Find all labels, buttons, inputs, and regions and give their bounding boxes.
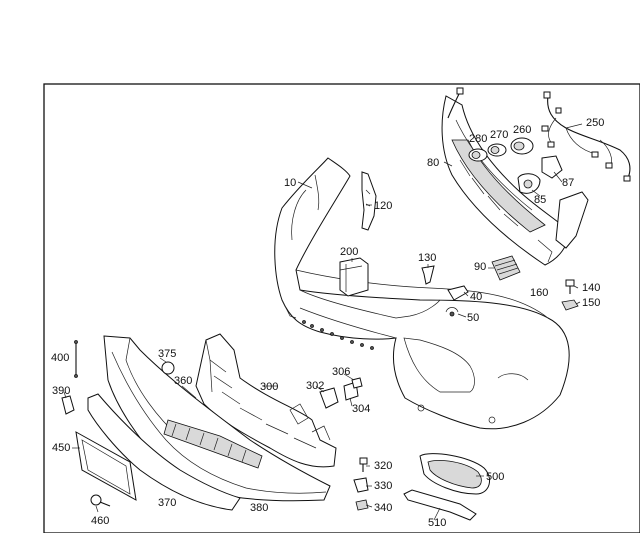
bolt-320 — [359, 457, 368, 472]
label-130: 130 — [418, 252, 436, 264]
label-80: 80 — [427, 157, 439, 169]
label-370: 370 — [158, 497, 176, 509]
grille-insert-90 — [491, 255, 521, 281]
leader-lines — [63, 123, 583, 521]
label-450: 450 — [52, 442, 70, 454]
grille-cover-500 — [419, 453, 491, 495]
label-50: 50 — [467, 312, 479, 324]
clip-nut-150 — [561, 299, 579, 311]
label-340: 340 — [374, 502, 392, 514]
grille-mesh-360 — [163, 419, 263, 469]
screw-460 — [90, 494, 111, 507]
label-10: 10 — [284, 177, 296, 189]
clip-row — [302, 320, 374, 350]
label-380: 380 — [250, 502, 268, 514]
bracket-302 — [319, 387, 339, 409]
label-250: 250 — [586, 117, 604, 129]
label-150: 150 — [582, 297, 600, 309]
label-302: 302 — [306, 380, 324, 392]
label-280: 280 — [469, 133, 487, 145]
nut-330 — [353, 477, 369, 493]
label-400: 400 — [51, 352, 69, 364]
bolt-140 — [565, 279, 575, 294]
label-120: 120 — [374, 200, 392, 212]
license-plate-bracket-450 — [75, 431, 137, 501]
parking-sensor-270 — [487, 143, 507, 157]
label-460: 460 — [91, 515, 109, 527]
grille-assembly — [441, 95, 589, 266]
label-500: 500 — [486, 471, 504, 483]
label-260: 260 — [513, 124, 531, 136]
label-320: 320 — [374, 460, 392, 472]
front-bumper-cover — [274, 157, 570, 430]
tow-hook-clip-50 — [445, 307, 459, 317]
rod-400 — [74, 340, 78, 378]
label-306: 306 — [332, 366, 350, 378]
wiring-harness — [541, 91, 631, 182]
label-160: 160 — [530, 287, 548, 299]
label-304: 304 — [352, 403, 370, 415]
label-300: 300 — [260, 381, 278, 393]
bracket-390 — [61, 395, 75, 415]
trim-piece-370 — [87, 393, 241, 511]
label-90: 90 — [474, 261, 486, 273]
label-375: 375 — [158, 348, 176, 360]
parking-sensor-280 — [468, 148, 488, 162]
label-140: 140 — [582, 282, 600, 294]
clip-306 — [351, 377, 363, 389]
label-270: 270 — [490, 129, 508, 141]
tow-hook-cover-40 — [447, 285, 469, 301]
parking-sensor-260 — [510, 137, 534, 155]
trim-strip-510 — [403, 489, 477, 521]
label-360: 360 — [174, 375, 192, 387]
clip-340 — [355, 499, 369, 511]
label-510: 510 — [428, 517, 446, 529]
sensor-bracket-87 — [541, 155, 563, 179]
sensor-holder-85 — [517, 173, 541, 194]
label-40: 40 — [470, 291, 482, 303]
clip-130 — [421, 265, 435, 285]
clip-375 — [161, 361, 175, 375]
harness-left — [447, 87, 464, 119]
control-module-200 — [339, 257, 369, 297]
label-330: 330 — [374, 480, 392, 492]
label-390: 390 — [52, 385, 70, 397]
label-85: 85 — [534, 194, 546, 206]
label-200: 200 — [340, 246, 358, 258]
part-labels: 10 120 200 130 90 40 50 160 140 150 80 2… — [51, 117, 604, 529]
label-87: 87 — [562, 177, 574, 189]
